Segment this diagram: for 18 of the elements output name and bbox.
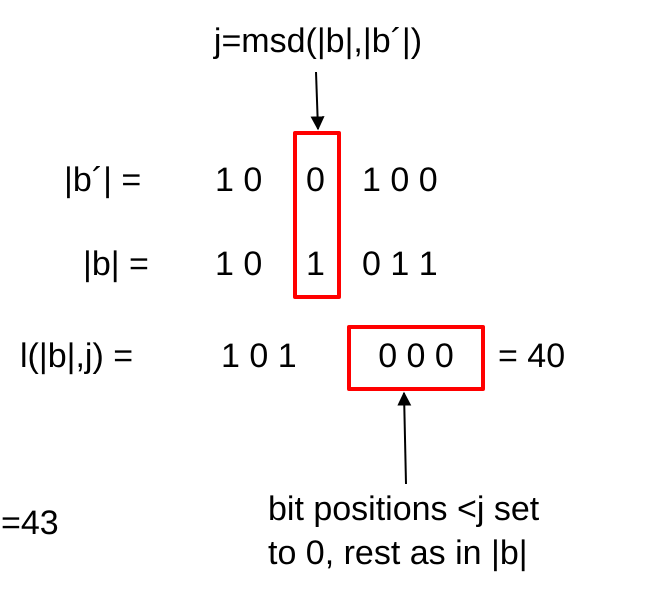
equation-label: l(|b|,j) =: [20, 336, 134, 376]
bit-digits: 0 1 1: [362, 244, 438, 284]
formula-heading: j=msd(|b|,|b´|): [168, 22, 468, 64]
highlight-box: [293, 131, 341, 299]
arrow: [397, 392, 412, 484]
bit-digits: 1 0 1: [221, 336, 297, 376]
annotation-text: bit positions <j set to 0, rest as in |b|: [268, 487, 568, 579]
equation-result: =43: [1, 503, 59, 543]
bit-digits: 1 0 0: [362, 160, 438, 200]
bit-digit: 0: [306, 160, 325, 200]
highlight-box: 0 0 0: [347, 325, 485, 391]
bit-digit: 1: [306, 244, 325, 284]
equation-label: |b| =: [83, 244, 149, 284]
equation-label: |b´| =: [64, 160, 142, 200]
bit-digits: 1 0: [215, 160, 262, 200]
bit-digits: 1 0: [215, 244, 262, 284]
equation-result: = 40: [498, 336, 566, 376]
arrow: [310, 72, 325, 130]
